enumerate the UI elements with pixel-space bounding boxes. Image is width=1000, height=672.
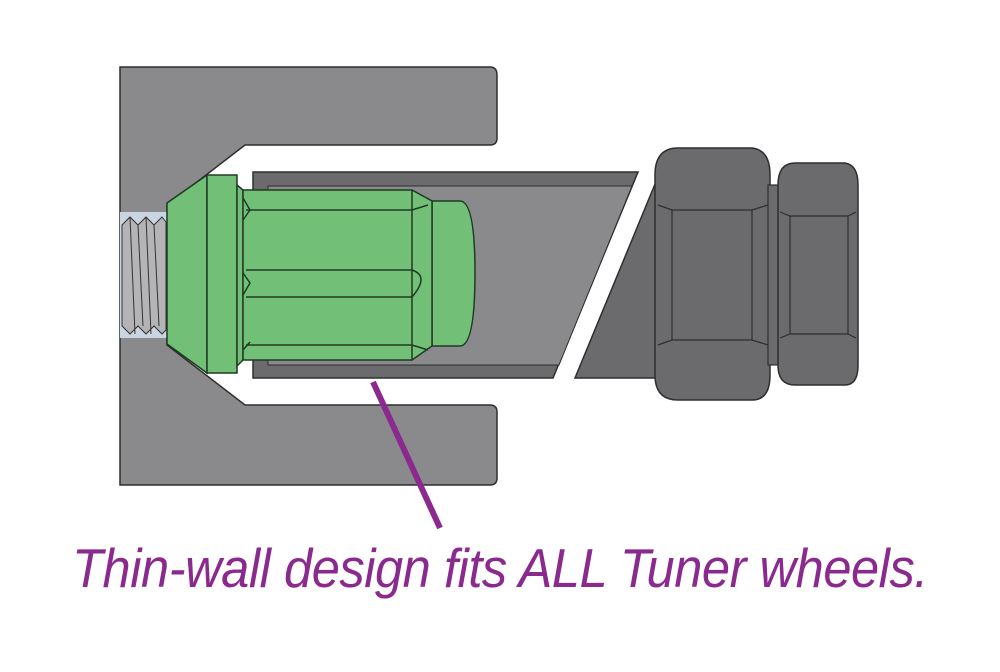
- hex-drive-nut: [654, 147, 859, 401]
- callout-pointer: [370, 380, 443, 530]
- wheel-stud-threads: [120, 212, 167, 338]
- wheel-section: [119, 66, 498, 486]
- tuner-lug-nut: [166, 173, 476, 375]
- caption: Thin-wall design fits ALL Tuner wheels.: [72, 537, 928, 599]
